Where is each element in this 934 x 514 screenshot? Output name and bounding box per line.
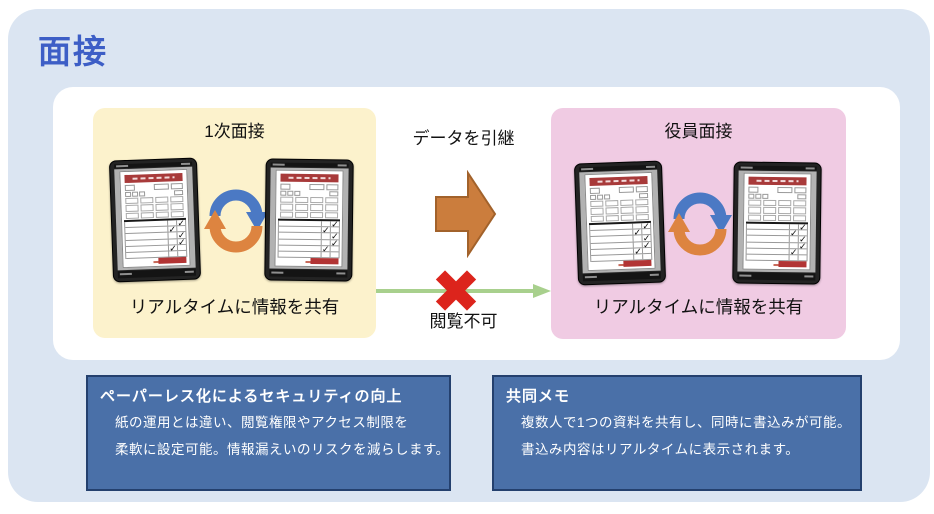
blocked-label: 閲覧不可 <box>429 312 498 331</box>
form-document: ✓✓✓✓✓ <box>584 171 656 272</box>
stage-caption: リアルタイムに情報を共有 <box>129 297 340 317</box>
signature-stamp <box>158 256 187 264</box>
form-checkbox-grid <box>125 196 184 219</box>
tablet-toolbar <box>269 269 348 278</box>
evaluation-table: ✓✓✓✓✓ <box>745 222 808 262</box>
tablet-toolbar <box>737 272 816 281</box>
slide-background-card: 面接 1次面接 ✓✓✓✓✓ ✓✓✓✓✓ リアルタイムに情報を共有 データを引継 <box>8 9 930 502</box>
note-line: 柔軟に設定可能。情報漏えいのリスクを減らします。 <box>115 442 450 457</box>
form-fields <box>280 183 339 191</box>
form-title-banner <box>280 173 339 183</box>
tablet-mockup: ✓✓✓✓✓ <box>573 160 667 286</box>
stage-title: 役員面接 <box>664 122 733 141</box>
form-title-banner <box>589 176 648 187</box>
tablet-toolbar <box>117 268 196 279</box>
tablet-mockup: ✓✓✓✓✓ <box>732 161 822 285</box>
form-document: ✓✓✓✓✓ <box>742 172 812 271</box>
signature-stamp <box>310 258 339 265</box>
note-card-security: ペーパーレス化によるセキュリティの向上 紙の運用とは違い、閲覧権限やアクセス制限… <box>86 375 451 491</box>
signature-stamp <box>623 259 652 267</box>
evaluation-table: ✓✓✓✓✓ <box>277 219 340 259</box>
tablet-screen: ✓✓✓✓✓ <box>114 166 196 271</box>
transfer-label: データを引継 <box>412 129 515 148</box>
evaluation-table: ✓✓✓✓✓ <box>589 221 653 263</box>
sync-arrows-icon <box>204 189 268 253</box>
form-document: ✓✓✓✓✓ <box>119 168 191 269</box>
form-checkbox-grid <box>590 199 649 222</box>
stage-box-executive-interview: 役員面接 ✓✓✓✓✓ ✓✓✓✓✓ リアルタイムに情報を共有 <box>551 108 846 339</box>
form-title-banner <box>748 176 807 186</box>
tablet-toolbar <box>582 271 661 282</box>
tablet-mockup: ✓✓✓✓✓ <box>108 157 202 283</box>
form-document: ✓✓✓✓✓ <box>274 169 344 268</box>
note-card-shared-memo: 共同メモ 複数人で1つの資料を共有し、同時に書込みが可能。 書込み内容はリアルタ… <box>492 375 862 491</box>
form-fields <box>748 193 807 200</box>
stage-caption: リアルタイムに情報を共有 <box>593 297 804 317</box>
stage-box-first-interview: 1次面接 ✓✓✓✓✓ ✓✓✓✓✓ リアルタイムに情報を共有 <box>93 108 376 338</box>
tablet-screen: ✓✓✓✓✓ <box>737 170 817 273</box>
note-title: ペーパーレス化によるセキュリティの向上 <box>100 388 403 405</box>
form-fields <box>280 190 339 197</box>
evaluation-table: ✓✓✓✓✓ <box>124 218 188 260</box>
tablet-screen: ✓✓✓✓✓ <box>579 169 661 274</box>
signature-stamp <box>778 261 807 268</box>
note-line: 紙の運用とは違い、閲覧権限やアクセス制限を <box>115 415 409 430</box>
tablet-mockup: ✓✓✓✓✓ <box>264 158 354 282</box>
tablet-screen: ✓✓✓✓✓ <box>269 167 349 270</box>
page-title: 面接 <box>38 33 108 70</box>
form-fields <box>748 186 807 194</box>
stage-title: 1次面接 <box>204 122 265 141</box>
block-arrow-right-icon <box>435 170 497 258</box>
note-line: 書込み内容はリアルタイムに表示されます。 <box>521 442 800 457</box>
form-checkbox-grid <box>748 199 807 222</box>
flow-middle-column: データを引継 閲覧不可 <box>376 108 551 339</box>
form-title-banner <box>124 173 183 184</box>
sync-arrows-icon <box>668 192 732 256</box>
note-line: 複数人で1つの資料を共有し、同時に書込みが可能。 <box>521 415 852 430</box>
note-title: 共同メモ <box>506 388 571 405</box>
form-checkbox-grid <box>280 196 339 219</box>
